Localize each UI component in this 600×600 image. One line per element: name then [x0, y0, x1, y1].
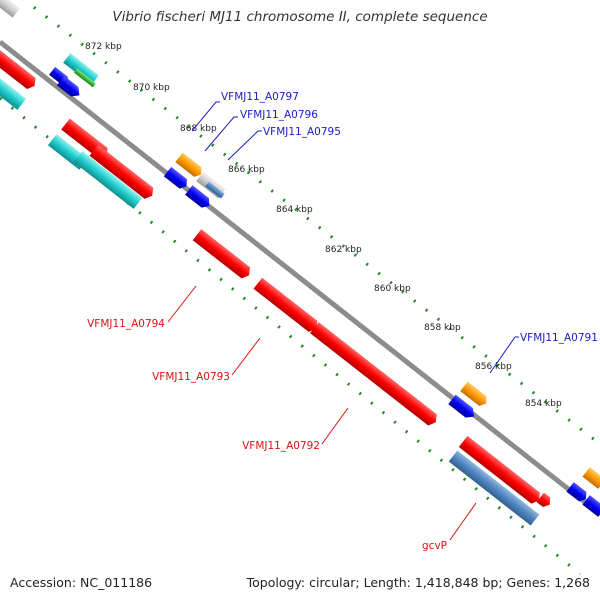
tick-label: 870 kbp: [133, 83, 170, 93]
inner-tick-track: [0, 96, 581, 576]
upper-strand-genes: [0, 0, 600, 517]
gene-cyan: [73, 151, 143, 209]
genome-backbone: [0, 40, 600, 516]
gene-cyan: [63, 53, 99, 85]
label-leaders: [167, 101, 519, 541]
gene-labels: VFMJ11_A0797 VFMJ11_A0796 VFMJ11_A0795 V…: [87, 91, 598, 552]
gene-blue-arrow: [185, 185, 210, 208]
gene-blue-arrow: [448, 394, 475, 418]
gene-label: VFMJ11_A0793: [152, 371, 230, 383]
gene-red: [89, 144, 154, 199]
accession-text: Accession: NC_011186: [10, 575, 153, 590]
tick-label: 864 kbp: [276, 205, 313, 215]
genome-summary-text: Topology: circular; Length: 1,418,848 bp…: [246, 575, 590, 590]
leader-line: [227, 130, 262, 161]
gene-orange: [582, 467, 600, 489]
leader-line: [191, 101, 220, 132]
gene-label: VFMJ11_A0795: [263, 126, 341, 138]
tick-label: 872 kbp: [85, 42, 122, 52]
gene-label: VFMJ11_A0796: [240, 109, 318, 121]
tick-label: 856 kbp: [475, 362, 512, 372]
gene-red: [536, 492, 551, 507]
gene-label: gcvP: [422, 540, 447, 552]
gene-red: [192, 229, 251, 279]
leader-line: [167, 285, 197, 323]
tick-label: 854 kbp: [525, 399, 562, 409]
gene-label: VFMJ11_A0791: [520, 332, 598, 344]
gene-red: [458, 435, 540, 504]
gene-green: [74, 68, 96, 88]
leader-line: [231, 337, 261, 376]
lower-strand-genes: [0, 48, 551, 526]
outer-tick-track: [22, 0, 600, 446]
tick-label: 858 kbp: [424, 323, 461, 333]
gene-orange: [460, 381, 487, 406]
gene-orange: [175, 152, 202, 177]
tick-labels: 872 kbp 870 kbp 868 kbp 866 kbp 864 kbp …: [85, 42, 562, 409]
leader-line: [489, 336, 519, 374]
gene-gray: [0, 0, 20, 18]
tick-label: 860 kbp: [374, 284, 411, 294]
gene-blue-arrow: [56, 75, 80, 97]
leader-line: [204, 116, 238, 152]
gene-label: VFMJ11_A0797: [221, 91, 299, 103]
gene-label: VFMJ11_A0794: [87, 318, 165, 330]
map-title: Vibrio fischeri MJ11 chromosome II, comp…: [112, 9, 488, 25]
gene-steel: [205, 181, 225, 199]
gene-blue-arrow: [566, 482, 587, 502]
gene-red: [0, 48, 36, 90]
gene-blue-arrow: [163, 166, 187, 189]
gene-steel: [448, 450, 540, 526]
gene-red: [253, 277, 318, 332]
leader-line: [321, 407, 349, 445]
gene-cyan: [0, 74, 27, 110]
tick-label: 868 kbp: [180, 124, 217, 134]
tick-label: 866 kbp: [228, 165, 265, 175]
gene-label: VFMJ11_A0792: [242, 440, 320, 452]
leader-line: [449, 502, 477, 541]
gene-red: [310, 322, 437, 426]
tick-label: 862 kbp: [325, 245, 362, 255]
